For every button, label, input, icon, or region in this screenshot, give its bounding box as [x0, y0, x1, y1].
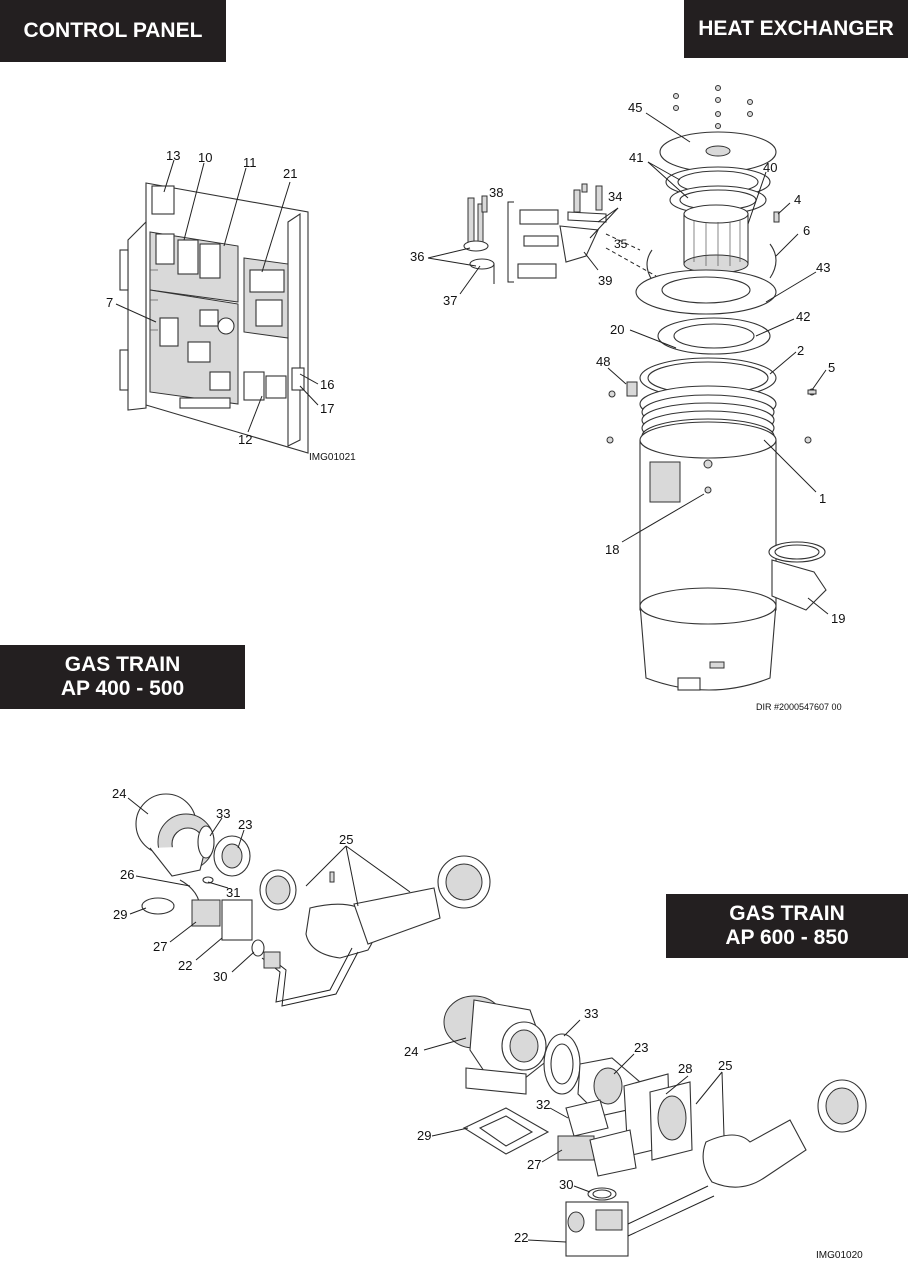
callout-41: 41	[629, 150, 643, 165]
callout-40: 40	[763, 160, 777, 175]
callout-23: 23	[238, 817, 252, 832]
gas-train-small-model: AP 400 - 500	[60, 677, 185, 700]
heat-exchanger-callouts: 45 41 40 4 6 43 38 34 35 36 37 39 42 20 …	[410, 100, 845, 712]
gas-train-small-header: GAS TRAIN AP 400 - 500	[0, 645, 245, 709]
callout-16: 16	[320, 377, 334, 392]
callout-30: 30	[213, 969, 227, 984]
callout-38: 38	[489, 185, 503, 200]
callout-25: 25	[718, 1058, 732, 1073]
callout-33: 33	[216, 806, 230, 821]
callout-32: 32	[536, 1097, 550, 1112]
callout-26: 26	[120, 867, 134, 882]
gas-train-small-leader-lines	[127, 797, 411, 973]
control-panel-image-ref: IMG01021	[309, 452, 356, 463]
callout-6: 6	[803, 223, 810, 238]
callout-45: 45	[628, 100, 642, 115]
callout-31: 31	[226, 885, 240, 900]
callout-18: 18	[605, 542, 619, 557]
callout-28: 28	[678, 1061, 692, 1076]
callout-20: 20	[610, 322, 624, 337]
callout-37: 37	[443, 293, 457, 308]
gas-train-large-callouts: 33 24 23 28 25 32 29 27 30 22 IMG01020	[404, 1006, 863, 1261]
callout-27: 27	[527, 1157, 541, 1172]
callout-2: 2	[797, 343, 804, 358]
gas-train-small-callouts: 24 33 23 25 26 31 29 27 22 30	[112, 786, 353, 984]
callout-34: 34	[608, 189, 622, 204]
gas-train-large-title: GAS TRAIN	[729, 901, 845, 925]
callout-33: 33	[584, 1006, 598, 1021]
callout-29: 29	[113, 907, 127, 922]
callout-7: 7	[106, 295, 113, 310]
callout-25: 25	[339, 832, 353, 847]
gas-train-image-ref: IMG01020	[816, 1250, 863, 1261]
gas-train-large-leader-lines	[423, 1019, 725, 1243]
callout-35: 35	[614, 237, 628, 251]
callout-22: 22	[514, 1230, 528, 1245]
control-panel-title: CONTROL PANEL	[23, 18, 203, 42]
gas-train-small-title: GAS TRAIN	[64, 652, 181, 676]
callout-39: 39	[598, 273, 612, 288]
callout-5: 5	[828, 360, 835, 375]
gas-train-large-header: GAS TRAIN AP 600 - 850	[666, 894, 908, 958]
control-panel-callouts: 13 10 11 21 7 16 17 12 IMG01021	[106, 148, 356, 463]
heat-exchanger-dir-ref: DIR #2000547607 00	[756, 702, 842, 712]
control-panel-illustration	[119, 182, 309, 454]
heat-exchanger-header: HEAT EXCHANGER	[684, 0, 908, 58]
heat-exchanger-title: HEAT EXCHANGER	[698, 16, 894, 40]
control-panel-header: CONTROL PANEL	[0, 0, 226, 62]
callout-12: 12	[238, 432, 252, 447]
callout-36: 36	[410, 249, 424, 264]
callout-13: 13	[166, 148, 180, 163]
gas-train-large-illustration	[443, 995, 867, 1257]
callout-17: 17	[320, 401, 334, 416]
callout-24: 24	[404, 1044, 418, 1059]
heat-exchanger-leader-lines	[427, 112, 829, 615]
callout-10: 10	[198, 150, 212, 165]
callout-22: 22	[178, 958, 192, 973]
callout-29: 29	[417, 1128, 431, 1143]
heat-exchanger-illustration	[463, 85, 827, 691]
callout-4: 4	[794, 192, 801, 207]
gas-train-small-illustration	[135, 793, 491, 1007]
callout-24: 24	[112, 786, 126, 801]
callout-21: 21	[283, 166, 297, 181]
callout-19: 19	[831, 611, 845, 626]
callout-11: 11	[243, 155, 257, 170]
callout-42: 42	[796, 309, 810, 324]
control-panel-leader-lines	[115, 159, 319, 433]
callout-48: 48	[596, 354, 610, 369]
callout-23: 23	[634, 1040, 648, 1055]
callout-43: 43	[816, 260, 830, 275]
callout-27: 27	[153, 939, 167, 954]
callout-1: 1	[819, 491, 826, 506]
callout-30: 30	[559, 1177, 573, 1192]
gas-train-large-model: AP 600 - 850	[725, 926, 849, 949]
